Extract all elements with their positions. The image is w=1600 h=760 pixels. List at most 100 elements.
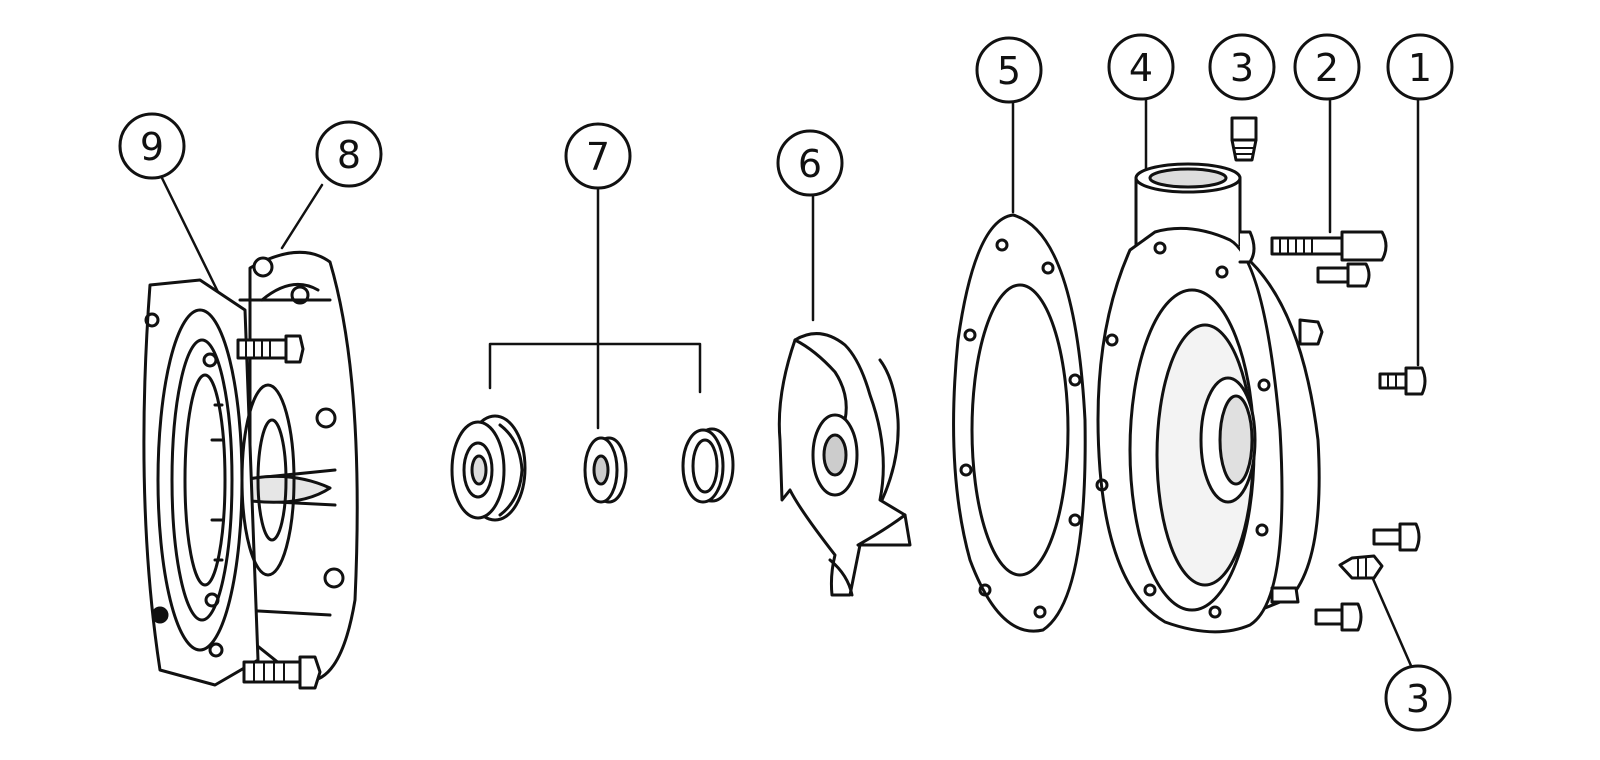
callout-8: 8 <box>315 120 383 188</box>
plug-thread <box>1230 138 1258 162</box>
impeller-vane-lower <box>856 513 907 547</box>
flange-hole <box>202 352 218 368</box>
callout-3-bottom-label: 3 <box>1406 677 1430 721</box>
plug-bolt-c-head <box>1340 602 1363 632</box>
gasket-hole <box>995 238 1009 252</box>
gasket-hole <box>1068 513 1082 527</box>
stud-nut <box>284 334 305 364</box>
bracket-inner-ring <box>240 383 296 577</box>
stud-thread <box>253 661 285 683</box>
plug-bolt-a-head <box>1398 522 1421 552</box>
gasket-hole <box>959 463 973 477</box>
callout-3-top: 3 <box>1208 33 1276 101</box>
bracket-bore-mid <box>170 338 234 622</box>
seal-set <box>450 414 735 522</box>
gasket-inner <box>970 283 1070 577</box>
bracket-inner-ring-2 <box>256 418 288 542</box>
bracket-bolt-hole <box>252 256 274 278</box>
impeller-vane-tip <box>828 558 854 597</box>
long-bolt-head <box>1340 230 1388 262</box>
callout-9: 9 <box>118 112 186 180</box>
callout-4: 4 <box>1107 33 1175 101</box>
leader-9 <box>160 176 220 294</box>
bolt-1-thread <box>1387 373 1397 389</box>
callout-1: 1 <box>1386 33 1454 101</box>
pump-housing <box>1095 162 1324 634</box>
long-bolt-shank <box>1270 236 1344 256</box>
callout-2: 2 <box>1293 33 1361 101</box>
bolt-1-head <box>1404 366 1427 396</box>
seal-3-bore <box>691 438 719 494</box>
gasket-hole <box>978 583 992 597</box>
plug-b-thread <box>1357 556 1367 579</box>
seal-1-lip <box>498 423 524 517</box>
impeller <box>777 332 912 597</box>
small-bolt-head <box>1346 262 1371 288</box>
plug-bolt-a-shank <box>1372 528 1402 546</box>
impeller-hub-bore <box>822 433 848 477</box>
small-bolt-shank <box>1316 266 1350 284</box>
bracket-rear-edge <box>260 282 320 302</box>
plug-top <box>1230 116 1258 162</box>
callout-1-label: 1 <box>1408 46 1432 90</box>
leader-3b <box>1368 570 1414 670</box>
housing-hole <box>1208 605 1222 619</box>
gasket-hole <box>1033 605 1047 619</box>
housing-hole <box>1095 478 1109 492</box>
bracket-stud-lower <box>242 660 302 684</box>
housing-eye-inner <box>1218 394 1254 486</box>
housing-hole <box>1257 378 1271 392</box>
plug-b <box>1338 554 1384 580</box>
gasket <box>952 213 1087 633</box>
stud-thread <box>245 339 271 359</box>
callout-6-label: 6 <box>798 142 822 186</box>
housing-hole <box>1255 523 1269 537</box>
bracket-rear-flange <box>248 250 359 683</box>
flange-hole <box>204 592 220 608</box>
plug-thread-lines <box>1233 147 1255 155</box>
impeller-vane-edge <box>793 338 848 422</box>
long-bolt-thread <box>1279 237 1313 255</box>
gasket-hole <box>1041 261 1055 275</box>
flange-hole <box>208 642 224 658</box>
callout-3-bottom: 3 <box>1384 664 1452 732</box>
plug-head <box>1230 116 1258 142</box>
callout-7: 7 <box>564 122 632 190</box>
long-bolt <box>1270 230 1388 288</box>
seal-1-bore <box>462 441 494 499</box>
callout-2-label: 2 <box>1315 46 1339 90</box>
gasket-hole <box>1068 373 1082 387</box>
housing-boss-right <box>1298 318 1324 346</box>
callout-9-label: 9 <box>140 125 164 169</box>
callout-4-label: 4 <box>1129 46 1153 90</box>
seal-2-bore <box>592 454 610 486</box>
housing-outlet-bore <box>1148 167 1228 189</box>
housing-drain-boss <box>1270 586 1300 604</box>
callouts: 9 8 7 6 5 4 3 2 <box>118 33 1454 732</box>
gasket-hole <box>963 328 977 342</box>
leader-7-bracket <box>488 342 702 394</box>
plug-bolt-c-shank <box>1314 608 1344 626</box>
housing-hole <box>1215 265 1229 279</box>
housing-hole <box>1143 583 1157 597</box>
bracket-bolt-hole <box>315 407 337 429</box>
bracket-assembly <box>142 250 359 690</box>
stud-nut <box>298 655 322 690</box>
housing-boss <box>1238 230 1256 264</box>
flange-hole <box>151 606 169 624</box>
callout-5-label: 5 <box>997 49 1021 93</box>
leader-lines <box>160 96 1420 670</box>
bracket-bolt-hole <box>290 285 310 305</box>
callout-5: 5 <box>975 36 1043 104</box>
bolt-1-shank <box>1378 372 1408 390</box>
bracket-bolt-hole <box>323 567 345 589</box>
leader-8 <box>280 183 324 250</box>
callout-6: 6 <box>776 129 844 197</box>
housing-hole <box>1153 241 1167 255</box>
callout-8-label: 8 <box>337 133 361 177</box>
bracket-bore-inner <box>183 373 227 587</box>
flange-hole <box>144 312 160 328</box>
callout-7-label: 7 <box>586 135 610 179</box>
